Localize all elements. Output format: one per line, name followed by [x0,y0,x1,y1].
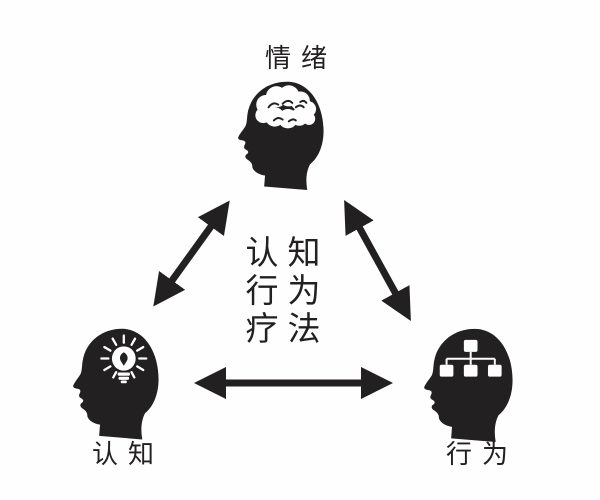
arrow-emotion-cognition [153,200,230,307]
center-title-line-3: 疗法 [245,309,330,348]
org-chart-icon [439,339,502,377]
cognition-label: 认知 [91,440,164,470]
emotion-head [238,81,324,190]
behavior-label: 行为 [445,440,518,470]
brain-icon [255,85,317,129]
lightbulb-icon [100,334,148,384]
behavior-head [424,328,513,442]
emotion-label: 情绪 [264,44,337,74]
cognition-head [73,328,159,440]
center-title-line-2: 行为 [245,271,330,310]
center-title-line-1: 认知 [245,233,330,272]
center-title: 认知 行为 疗法 [203,234,363,348]
arrow-emotion-behavior [344,199,411,322]
connections [153,199,411,400]
